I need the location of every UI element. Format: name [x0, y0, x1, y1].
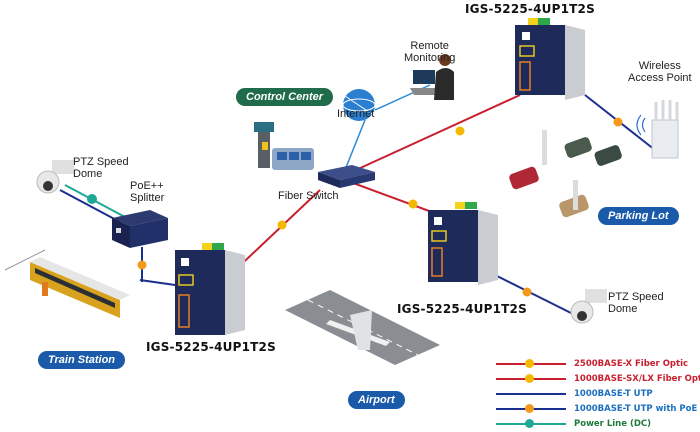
switch-middle[interactable] [428, 202, 498, 285]
legend-label: 1000BASE-T UTP with PoE [574, 404, 698, 414]
switch-left[interactable] [175, 243, 245, 335]
link-splitter-to-ptz-utp [59, 189, 121, 223]
location-parking-lot: Parking Lot [598, 207, 679, 225]
legend-badge-icon [525, 374, 534, 383]
ptz-right-label: PTZ Speed Dome [608, 291, 664, 315]
legend-item: 2500BASE-X Fiber Optic [492, 357, 700, 371]
link-left-switch-to-splitter [139, 279, 176, 286]
poe-splitter-icon [112, 210, 168, 248]
legend-label: Power Line (DC) [574, 419, 652, 429]
legend-item: 1000BASE-SX/LX Fiber Optic [492, 372, 700, 386]
switch-top-model-label: IGS-5225-4UP1T2S [465, 2, 595, 16]
legend-item: 1000BASE-T UTP [492, 387, 700, 401]
badge-1000-b [277, 220, 287, 230]
wireless-ap-icon [636, 100, 679, 159]
legend-line-swatch [496, 393, 566, 395]
legend-badge-icon [525, 419, 534, 428]
parking-lot-icon [509, 130, 622, 218]
poe-splitter-label: PoE++ Splitter [130, 180, 165, 204]
location-airport: Airport [348, 391, 405, 409]
internet-globe-icon [342, 89, 376, 121]
link-badges [87, 117, 623, 297]
badge-poe-ap [613, 117, 623, 127]
legend-badge-icon [525, 359, 534, 368]
control-center-icon [254, 122, 314, 170]
link-internet-to-fiberswitch [344, 119, 366, 171]
badge-poe-splitter [137, 260, 147, 270]
legend-item: Power Line (DC) [492, 417, 700, 431]
switch-left-model-label: IGS-5225-4UP1T2S [146, 340, 276, 354]
ptz-camera-left-icon [36, 160, 74, 194]
link-fiber-fiberswitch-to-top-switch [344, 94, 521, 176]
location-train-station: Train Station [38, 351, 126, 369]
legend-badge-icon [525, 404, 534, 413]
remote-monitoring-label: Remote Monitoring [404, 40, 456, 64]
legend-label: 1000BASE-SX/LX Fiber Optic [574, 374, 700, 384]
legend-item: 1000BASE-T UTP with PoE [492, 402, 700, 416]
internet-label: Internet [337, 108, 375, 120]
location-control-center: Control Center [236, 88, 333, 106]
badge-1000-a [408, 199, 418, 209]
fiber-switch-label: Fiber Switch [278, 190, 339, 202]
remote-monitoring-icon [410, 54, 454, 100]
link-middle-switch-to-ptz [494, 274, 576, 316]
fiber-switch[interactable] [318, 165, 375, 188]
train-icon [4, 249, 130, 318]
link-fiber-fiberswitch-to-middle-switch [344, 179, 441, 216]
switch-middle-model-label: IGS-5225-4UP1T2S [397, 302, 527, 316]
switch-top[interactable] [515, 18, 585, 100]
legend: 2500BASE-X Fiber Optic 1000BASE-SX/LX Fib… [492, 357, 700, 432]
badge-2500 [455, 126, 465, 136]
badge-poe-ptz [522, 287, 532, 297]
ptz-camera-right-icon [570, 289, 607, 324]
badge-dc [87, 194, 97, 204]
ptz-left-label: PTZ Speed Dome [73, 156, 129, 180]
wireless-ap-label: Wireless Access Point [628, 60, 692, 84]
legend-label: 2500BASE-X Fiber Optic [574, 359, 689, 369]
legend-label: 1000BASE-T UTP [574, 389, 653, 399]
airport-runway-icon [285, 290, 440, 365]
